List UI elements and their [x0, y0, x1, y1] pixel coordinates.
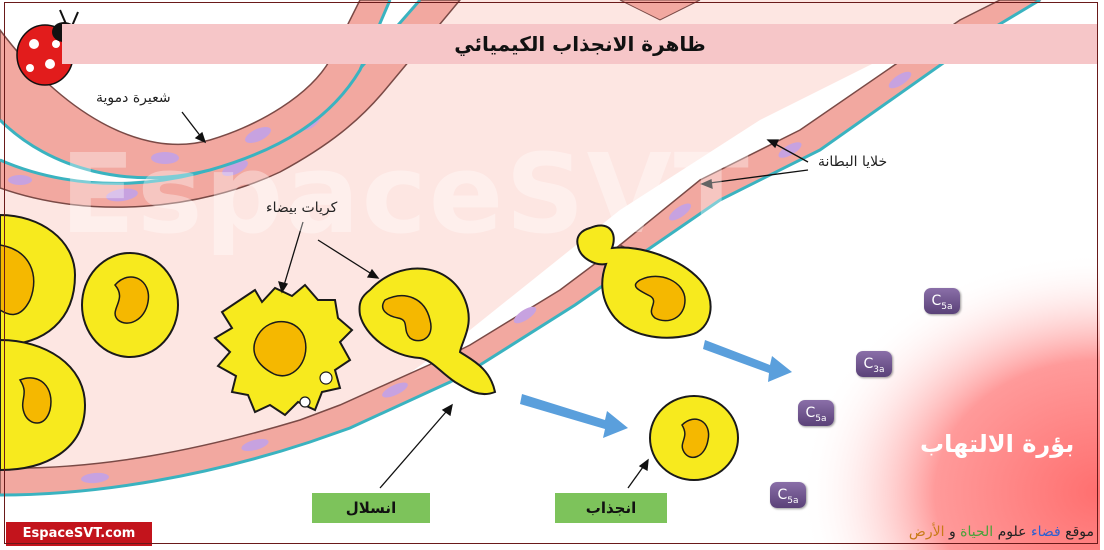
- diagram-frame: [4, 2, 1098, 544]
